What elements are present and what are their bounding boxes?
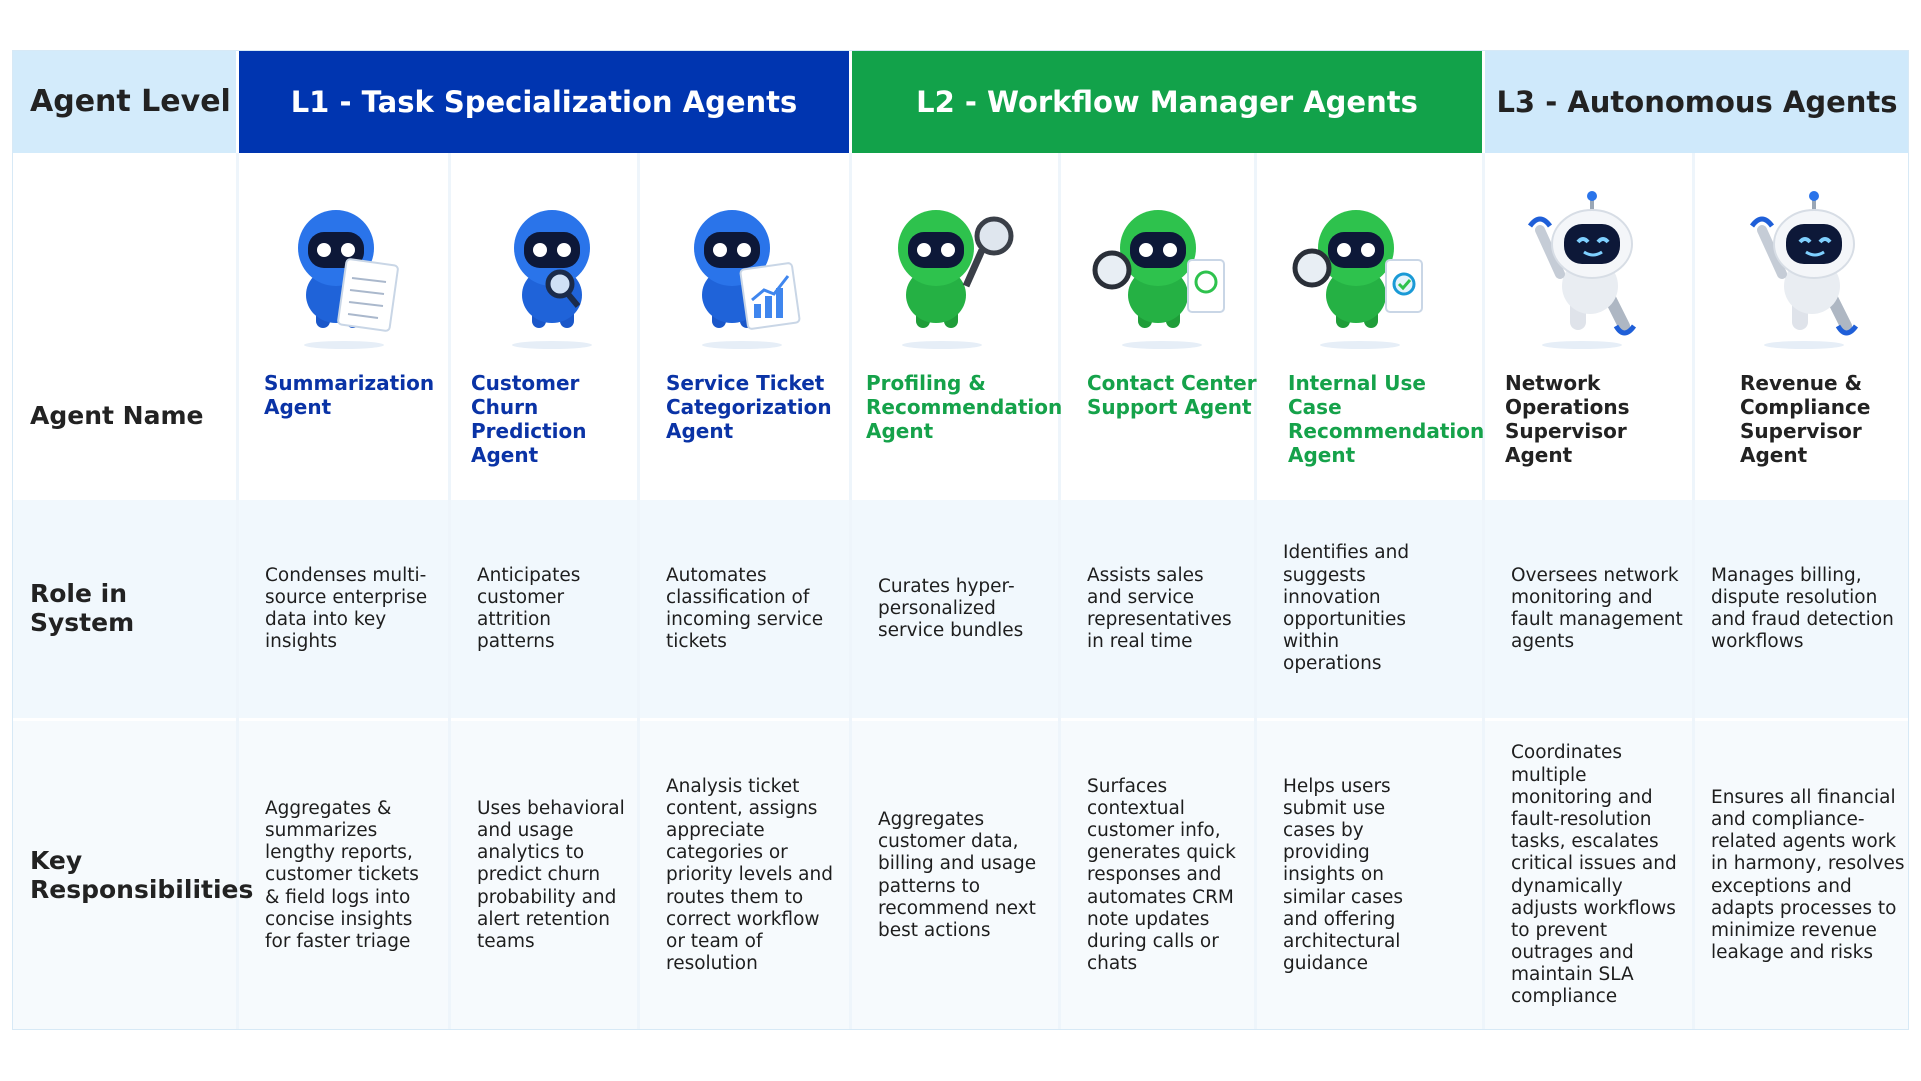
- role-label: Role in System: [30, 579, 135, 637]
- agent-name-summarization: Summarization Agent: [264, 371, 435, 419]
- agent-levels-table: Agent Level L1 - Task Specialization Age…: [12, 50, 1909, 1030]
- agent-name-churn: Customer Churn Prediction Agent: [471, 371, 587, 467]
- column-divider: [849, 153, 852, 1030]
- role-network-ops: Oversees network monitoring and fault ma…: [1511, 564, 1683, 653]
- agent-name-label: Agent Name: [30, 401, 204, 431]
- agent-name-internal-use-case: Internal Use Case Recommendation Agent: [1288, 371, 1485, 467]
- resp-internal-use-case: Helps users submit use cases by providin…: [1283, 775, 1404, 975]
- green-robot-magnifier-icon: [898, 210, 1014, 349]
- blue-robot-magnifier-icon: [512, 210, 592, 349]
- resp-revenue-compliance: Ensures all financial and compliance-rel…: [1711, 786, 1905, 964]
- white-robot-wrench-icon: [1749, 191, 1859, 349]
- role-ticket: Automates classification of incoming ser…: [666, 564, 824, 653]
- role-churn: Anticipates customer attrition patterns: [477, 564, 581, 653]
- resp-churn: Uses behavioral and usage analytics to p…: [477, 797, 625, 952]
- agent-name-network-ops: Network Operations Supervisor Agent: [1505, 371, 1630, 467]
- resp-network-ops: Coordinates multiple monitoring and faul…: [1511, 742, 1677, 1008]
- column-divider: [1254, 153, 1257, 1030]
- green-robot-magnifier-document-icon: [1092, 210, 1225, 349]
- l1-header: L1 - Task Specialization Agents: [239, 50, 849, 153]
- responsibilities-label: Key Responsibilities: [30, 845, 254, 904]
- responsibilities-row: [12, 721, 1909, 1030]
- agent-name-contact-center: Contact Center Support Agent: [1087, 371, 1257, 419]
- agent-name-ticket: Service Ticket Categorization Agent: [666, 371, 832, 443]
- green-robot-checklist-icon: [1292, 210, 1423, 349]
- resp-summarization: Aggregates & summarizes lengthy reports,…: [265, 797, 419, 952]
- resp-profiling: Aggregates customer data, billing and us…: [878, 808, 1037, 941]
- blue-robot-chart-icon: [694, 210, 801, 349]
- role-revenue-compliance: Manages billing, dispute resolution and …: [1711, 564, 1894, 653]
- role-summarization: Condenses multi-source enterprise data i…: [265, 564, 428, 653]
- blue-robot-document-icon: [298, 210, 399, 349]
- agent-name-profiling: Profiling & Recommendation Agent: [866, 371, 1063, 443]
- agent-name-revenue-compliance: Revenue & Compliance Supervisor Agent: [1740, 371, 1871, 467]
- column-divider: [1692, 153, 1695, 1030]
- resp-contact-center: Surfaces contextual customer info, gener…: [1087, 775, 1236, 975]
- column-divider: [448, 153, 451, 1030]
- agent-level-header: Agent Level: [12, 50, 236, 153]
- role-internal-use-case: Identifies and suggests innovation oppor…: [1283, 542, 1410, 675]
- resp-ticket: Analysis ticket content, assigns appreci…: [666, 775, 833, 975]
- column-divider: [1058, 153, 1061, 1030]
- l2-header: L2 - Workflow Manager Agents: [852, 50, 1482, 153]
- column-divider: [1482, 153, 1485, 1030]
- role-profiling: Curates hyper-personalized service bundl…: [878, 575, 1024, 642]
- role-row: [12, 500, 1909, 718]
- role-contact-center: Assists sales and service representative…: [1087, 564, 1232, 653]
- column-divider: [236, 153, 239, 1030]
- column-divider: [637, 153, 640, 1030]
- white-robot-wrench-icon: [1527, 191, 1637, 349]
- l3-header: L3 - Autonomous Agents: [1485, 50, 1909, 153]
